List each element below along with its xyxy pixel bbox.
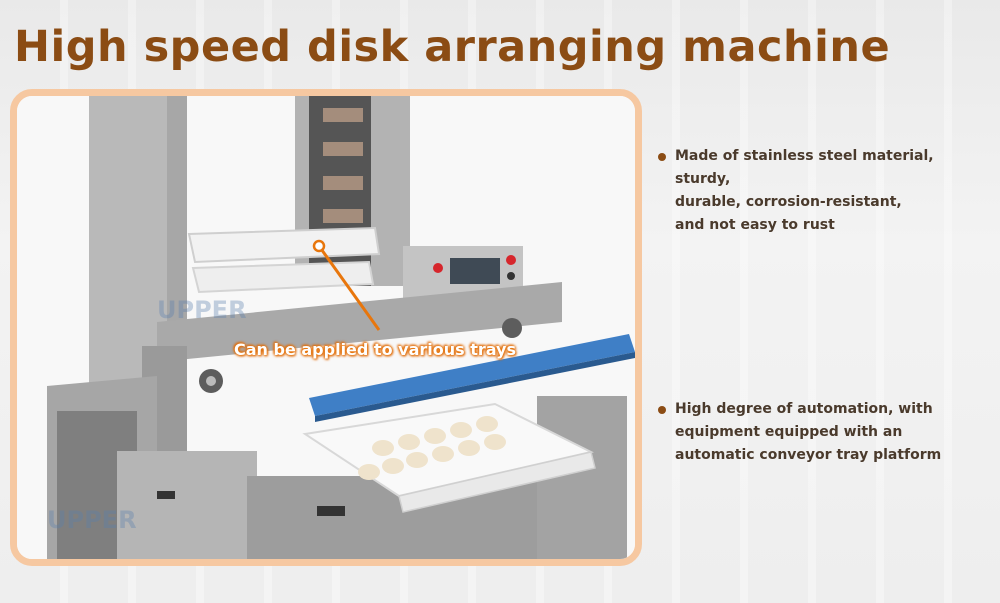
watermark-logo: UPPER UPPER [47, 296, 247, 534]
machine-illustration: UPPER UPPER [17, 96, 635, 559]
feature-list: Made of stainless steel material, sturdy… [658, 0, 998, 603]
product-photo-frame: UPPER UPPER [10, 89, 642, 566]
feature-item-material: Made of stainless steel material, sturdy… [658, 145, 993, 237]
bullet-dot-icon [658, 153, 666, 161]
svg-text:UPPER: UPPER [157, 296, 247, 324]
svg-text:UPPER: UPPER [47, 506, 137, 534]
feature-text: Made of stainless steel material, sturdy… [675, 148, 934, 233]
feature-item-automation: High degree of automation, with equipmen… [658, 398, 993, 467]
bullet-dot-icon [658, 406, 666, 414]
tray-callout-label: Can be applied to various trays [234, 340, 517, 359]
feature-text: High degree of automation, with equipmen… [675, 401, 942, 463]
page-title: High speed disk arranging machine [14, 22, 891, 72]
